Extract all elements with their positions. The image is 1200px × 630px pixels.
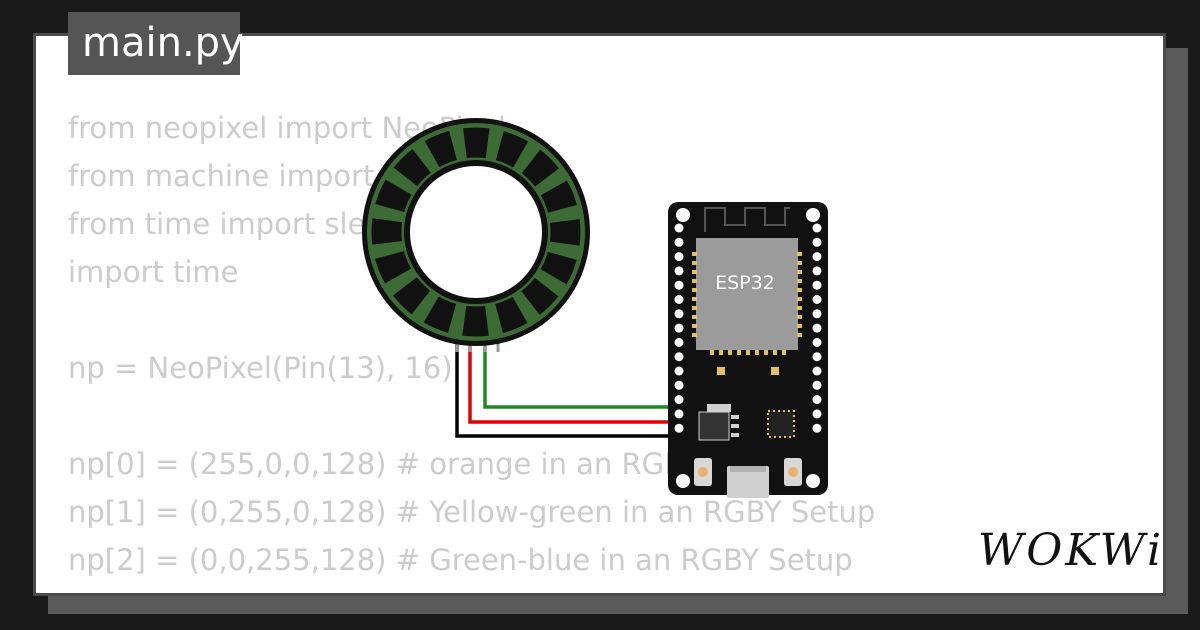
header-pin[interactable] [812,366,822,376]
module-pad [797,315,802,319]
code-line: np[2] = (0,0,255,128) # Green-blue in an… [68,543,853,577]
header-pin[interactable] [674,366,684,376]
code-line: import time [68,255,239,289]
module-pad [728,350,732,355]
header-pin[interactable] [812,309,822,319]
header-pin[interactable] [812,266,822,276]
header-pin[interactable] [674,337,684,347]
wire-gnd-black [455,338,681,438]
esp32-chip-label: ESP32 [715,272,775,294]
module-pad [797,333,802,337]
header-pin[interactable] [674,252,684,262]
code-line: from time import sleep [68,207,402,241]
header-pin[interactable] [812,395,822,405]
module-pad [710,350,714,355]
header-pin[interactable] [812,280,822,290]
wire-data-green [483,338,681,409]
code-line: np[1] = (0,255,0,128) # Yellow-green in … [68,495,876,529]
header-pin[interactable] [674,380,684,390]
left-pin-header [674,223,684,433]
header-pin[interactable] [812,409,822,419]
header-pin[interactable] [812,252,822,262]
module-pad [692,324,697,328]
module-pad [692,279,697,283]
module-pad [692,306,697,310]
module-pad [692,270,697,274]
header-pin[interactable] [674,223,684,233]
header-pin[interactable] [812,380,822,390]
neopixel-ring[interactable] [362,118,590,346]
esp32-board[interactable] [668,202,828,498]
module-pad [797,297,802,301]
header-pin[interactable] [812,323,822,333]
module-pad [797,279,802,283]
header-pin[interactable] [674,323,684,333]
module-pad [797,261,802,265]
header-pin[interactable] [674,295,684,304]
module-pad [692,261,697,265]
header-pin[interactable] [812,423,822,433]
wokwi-logo: WOKWi [978,525,1165,576]
module-pad [797,324,802,328]
wire-vcc-red [468,338,681,424]
module-pad [755,350,759,355]
header-pin[interactable] [674,409,684,419]
module-pad [737,350,741,355]
header-pin[interactable] [674,352,684,362]
module-pad [692,333,697,337]
header-pin[interactable] [812,352,822,362]
code-line: np = NeoPixel(Pin(13), 16) [68,351,453,385]
module-pad [692,252,697,256]
module-pad [746,350,750,355]
wires [455,338,681,438]
module-pads [692,252,802,355]
header-pin[interactable] [674,266,684,276]
header-pin[interactable] [812,223,822,233]
module-pad [797,270,802,274]
header-pin[interactable] [812,295,822,304]
module-pad [764,350,768,355]
module-pad [773,350,777,355]
module-pad [782,350,786,355]
module-pad [692,315,697,319]
header-pin[interactable] [674,395,684,405]
right-pin-header [812,223,822,433]
module-pad [797,288,802,292]
file-tab[interactable]: main.py [68,12,244,75]
module-pad [719,350,723,355]
module-pad [692,297,697,301]
header-pin[interactable] [674,280,684,290]
module-pad [797,306,802,310]
header-pin[interactable] [812,237,822,247]
header-pin[interactable] [674,423,684,433]
module-pad [797,252,802,256]
header-pin[interactable] [812,337,822,347]
header-pin[interactable] [674,237,684,247]
header-pin[interactable] [674,309,684,319]
module-pad [692,288,697,292]
